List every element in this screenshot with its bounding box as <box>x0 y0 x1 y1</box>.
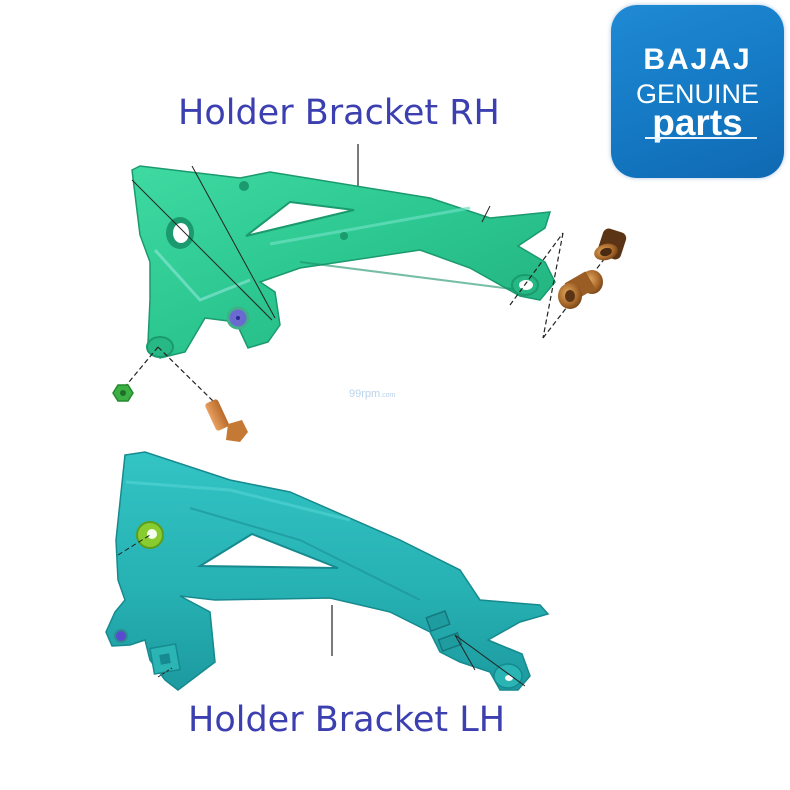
logo-parts: parts <box>652 102 743 143</box>
logo-tick-icon <box>653 137 663 143</box>
logo-brand: BAJAJ <box>643 43 752 76</box>
bajaj-genuine-parts-logo: BAJAJ GENUINE parts <box>611 5 784 178</box>
bushing-sleeve <box>594 228 627 261</box>
holder-bracket-rh <box>123 144 606 403</box>
holder-bracket-lh <box>105 451 550 691</box>
bushing-collar <box>558 270 603 309</box>
bolt <box>205 399 248 442</box>
holder-bracket-lh-label: Holder Bracket LH <box>188 700 506 740</box>
logo-genuine: GENUINE <box>635 79 760 109</box>
holder-bracket-rh-label: Holder Bracket RH <box>178 93 500 133</box>
watermark-main: 99rpm <box>349 388 381 400</box>
watermark-suffix: .com <box>380 392 396 399</box>
logo-underline <box>645 137 757 139</box>
nut <box>112 384 134 402</box>
watermark: 99rpm.com <box>349 388 395 400</box>
